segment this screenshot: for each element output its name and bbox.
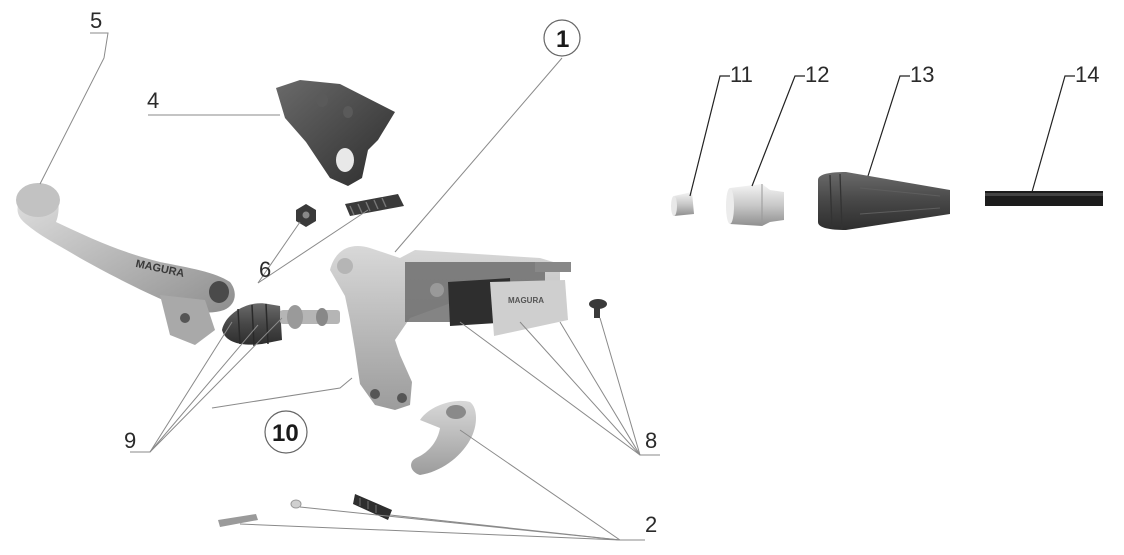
callout-6: 6 [259,257,271,282]
part-12-fitting [726,184,784,226]
callout-9: 9 [124,428,136,453]
callout-4: 4 [147,88,159,113]
callout-14: 14 [1075,62,1099,87]
callout-5: 5 [90,8,102,33]
part-2-hardware [218,494,392,527]
part-4-cover [276,80,395,186]
part-8-screw [589,299,607,318]
reservoir-brand-text: MAGURA [508,296,544,305]
callout-13: 13 [910,62,934,87]
leader-lines [39,32,1075,541]
part-13-dust-cap [818,172,950,230]
part-9-boot-rod [222,303,340,347]
part-1-master-cylinder: MAGURA [330,246,571,410]
part-11-sleeve [671,192,694,216]
callout-1-circle [543,19,581,57]
part-6-nut-screw [296,194,404,227]
callout-10: 10 [272,420,299,447]
part-2-clamp [411,400,476,475]
callout-1: 1 [556,26,569,53]
callout-12: 12 [805,62,829,87]
callout-11: 11 [730,62,753,87]
callout-10-circle [264,410,308,454]
part-5-lever: MAGURA [16,183,235,345]
part-14-hose [985,191,1103,206]
callout-2: 2 [645,512,657,537]
callout-8: 8 [645,428,657,453]
